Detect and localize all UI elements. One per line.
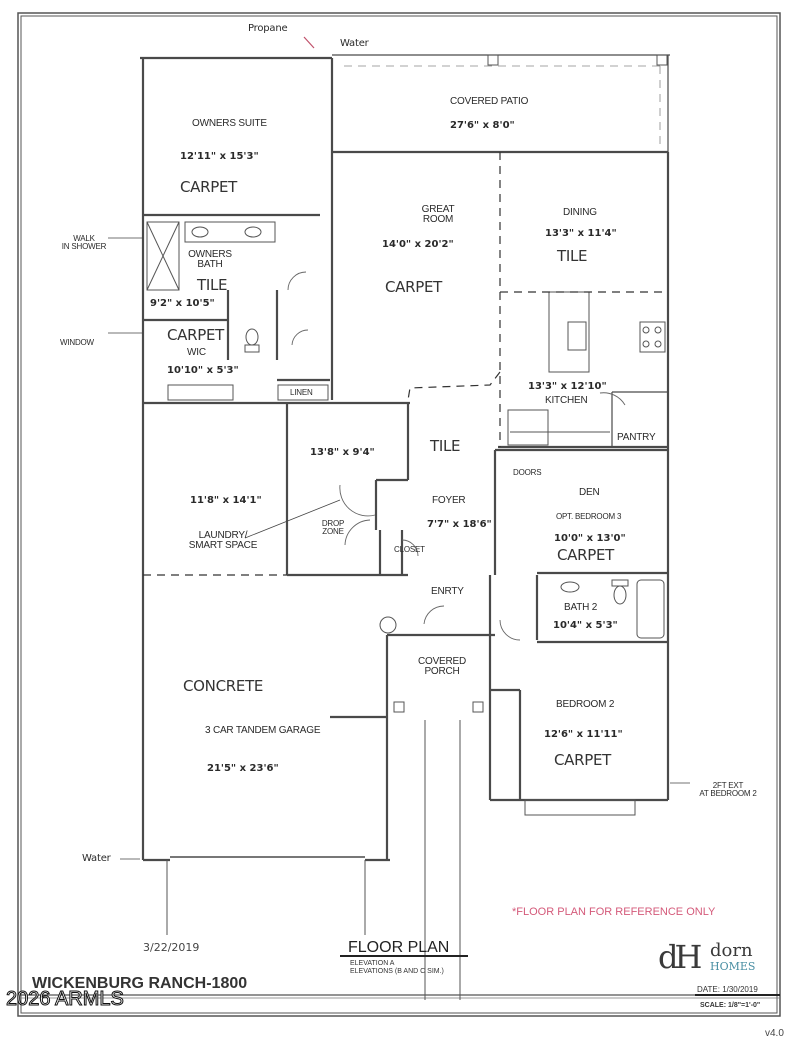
floor-finish-garage: CONCRETE xyxy=(183,677,264,695)
disclaimer-text: *FLOOR PLAN FOR REFERENCE ONLY xyxy=(512,906,716,918)
room-name-owners-suite: OWNERS SUITE xyxy=(192,118,267,129)
floor-finish-wic: CARPET xyxy=(167,326,225,344)
laundry-callout: LAUNDRY/ SMART SPACE xyxy=(188,530,258,551)
room-dims-laundry: 13'8" x 9'4" xyxy=(310,447,375,458)
plan-title: WICKENBURG RANCH-1800 xyxy=(32,975,248,992)
room-dims-great-room: 14'0" x 20'2" xyxy=(382,239,454,250)
room-name-pantry: PANTRY xyxy=(617,432,656,443)
room-dims-bedroom-2: 12'6" x 11'11" xyxy=(544,729,623,740)
water-callout-top: Water xyxy=(340,38,369,49)
room-name-bath-2: BATH 2 xyxy=(564,602,598,613)
room-name-great-room: GREAT ROOM xyxy=(421,204,455,225)
floor-finish-foyer: TILE xyxy=(430,437,461,455)
elevation-notes: ELEVATION A ELEVATIONS (B AND C SIM.) xyxy=(350,960,444,976)
room-dims-bath-2: 10'4" x 5'3" xyxy=(553,620,618,631)
brand-name-bottom: HOMES xyxy=(710,960,756,973)
room-dims-smart-space: 11'8" x 14'1" xyxy=(190,495,262,506)
watermark-text: 2026 ARMLS xyxy=(6,988,125,1011)
room-dims-covered-patio: 27'6" x 8'0" xyxy=(450,120,515,131)
room-name-foyer: FOYER xyxy=(432,495,466,506)
room-dims-wic: 10'10" x 5'3" xyxy=(167,365,239,376)
floor-finish-owners-suite: CARPET xyxy=(180,178,238,196)
dorn-homes-logo: dH dorn HOMES xyxy=(658,938,774,982)
plan-scale: SCALE: 1/8"=1'-0" xyxy=(700,1002,761,1009)
room-name-wic: WIC xyxy=(187,347,206,358)
room-name-linen: LINEN xyxy=(290,388,313,397)
den-doors-label: DOORS xyxy=(513,468,542,477)
floor-finish-dining: TILE xyxy=(557,247,588,265)
room-name-entry: ENRTY xyxy=(431,586,464,597)
room-name-den: DEN xyxy=(579,487,600,498)
propane-callout: Propane xyxy=(248,23,288,34)
floor-finish-great-room: CARPET xyxy=(385,278,443,296)
stamp-date: 3/22/2019 xyxy=(143,941,200,954)
floor-finish-owners-bath: TILE xyxy=(197,276,228,294)
room-subname-den: OPT. BEDROOM 3 xyxy=(556,512,622,521)
dh-mark: dH xyxy=(658,938,702,976)
water-callout-bottom: Water xyxy=(82,853,111,864)
room-name-drop-zone: DROP ZONE xyxy=(321,519,345,536)
room-name-kitchen: KITCHEN xyxy=(545,395,588,406)
room-dims-garage: 21'5" x 23'6" xyxy=(207,763,279,774)
two-ft-ext-callout: 2FT EXT AT BEDROOM 2 xyxy=(699,781,757,798)
floor-finish-den: CARPET xyxy=(557,546,615,564)
walk-in-shower-callout: WALK IN SHOWER xyxy=(61,234,107,251)
room-name-covered-porch: COVERED PORCH xyxy=(417,656,467,677)
plan-version: v4.0 xyxy=(765,1028,784,1039)
room-dims-foyer: 7'7" x 18'6" xyxy=(427,519,492,530)
room-dims-owners-suite: 12'11" x 15'3" xyxy=(180,151,259,162)
room-dims-owners-bath: 9'2" x 10'5" xyxy=(150,298,215,309)
room-dims-kitchen: 13'3" x 12'10" xyxy=(528,381,607,392)
plan-date: DATE: 1/30/2019 xyxy=(697,985,758,994)
brand-name-top: dorn xyxy=(710,940,753,961)
room-name-dining: DINING xyxy=(563,207,597,218)
floor-finish-bedroom-2: CARPET xyxy=(554,751,612,769)
room-name-garage: 3 CAR TANDEM GARAGE xyxy=(205,725,321,736)
room-dims-den: 10'0" x 13'0" xyxy=(554,533,626,544)
window-callout: WINDOW xyxy=(60,338,94,347)
room-name-owners-bath: OWNERS BATH xyxy=(188,249,232,270)
room-name-bedroom-2: BEDROOM 2 xyxy=(556,699,615,710)
room-name-closet: CLOSET xyxy=(394,545,425,554)
room-name-covered-patio: COVERED PATIO xyxy=(450,96,529,107)
room-dims-dining: 13'3" x 11'4" xyxy=(545,228,617,239)
sheet-title: FLOOR PLAN xyxy=(348,939,450,956)
